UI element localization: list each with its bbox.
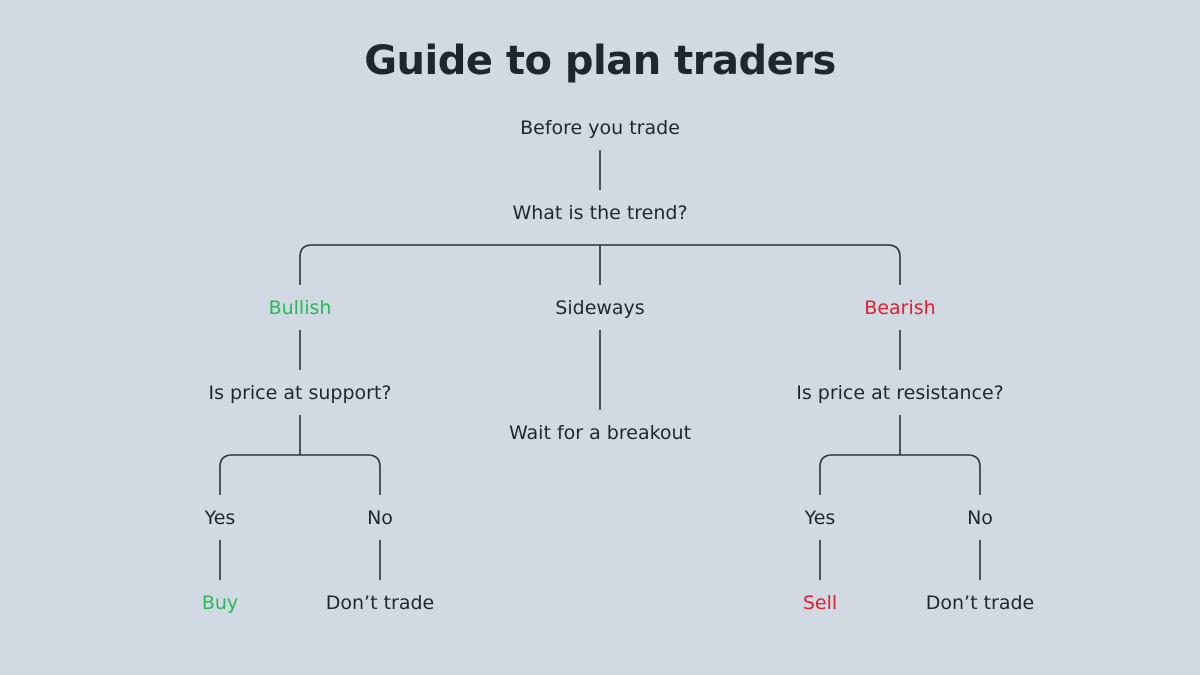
node-bear-no: No <box>967 507 993 529</box>
node-wait-breakout: Wait for a breakout <box>508 422 692 444</box>
node-bear-yes: Yes <box>804 507 836 529</box>
node-sideways: Sideways <box>555 297 645 319</box>
node-sell: Sell <box>802 592 838 614</box>
node-bearish: Bearish <box>864 297 936 319</box>
node-buy: Buy <box>201 592 239 614</box>
node-bull-dont-trade: Don’t trade <box>325 592 435 614</box>
node-support-question: Is price at support? <box>208 382 392 404</box>
node-resistance-question: Is price at resistance? <box>796 382 1004 404</box>
node-bull-no: No <box>367 507 393 529</box>
node-trend-question: What is the trend? <box>512 202 688 224</box>
node-bull-yes: Yes <box>204 507 236 529</box>
connector-resistance-branches <box>819 454 981 495</box>
connector-support-branches <box>219 454 381 495</box>
diagram-title: Guide to plan traders <box>364 38 836 84</box>
node-bear-dont-trade: Don’t trade <box>925 592 1035 614</box>
node-bullish: Bullish <box>268 297 332 319</box>
node-before-you-trade: Before you trade <box>520 117 680 139</box>
